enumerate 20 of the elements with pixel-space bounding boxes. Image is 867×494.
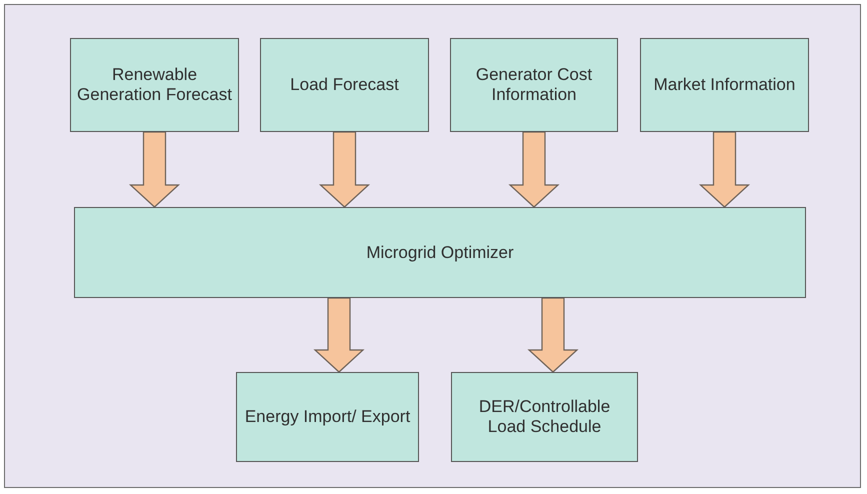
process-box [70,38,239,132]
process-box [236,372,419,462]
block-arrow [128,131,180,208]
process-box [74,207,806,298]
box-label: Microgrid Optimizer [366,242,514,262]
block-arrow [698,131,750,208]
box-label: DER/Controllable Load Schedule [478,397,612,437]
block-arrow [313,297,365,373]
box-label: Load Forecast [290,75,399,95]
process-box [640,38,809,132]
box-label: Generator Cost Information [474,65,594,105]
box-label: Energy Import/ Export [244,407,410,427]
box-label: Market Information [654,75,796,95]
box-label: Renewable Generation Forecast [77,65,232,105]
block-arrow [527,297,579,373]
block-arrow [508,131,560,208]
process-box [260,38,429,132]
process-box [450,38,618,132]
process-box [451,372,638,462]
block-arrow [318,131,370,208]
